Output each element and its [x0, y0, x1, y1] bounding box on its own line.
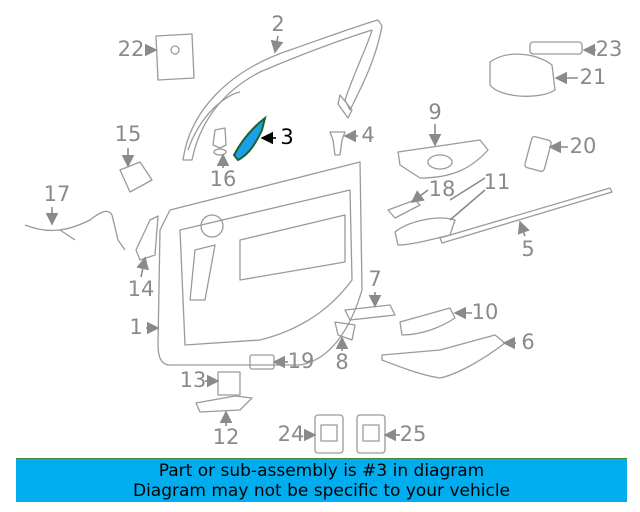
part-13-bracket	[217, 371, 241, 396]
callout-10: 10	[472, 300, 499, 324]
part-22-module	[155, 33, 195, 81]
callout-6: 6	[521, 330, 534, 354]
part-7-bracket	[344, 304, 396, 321]
part-10-switch-bezel	[399, 307, 456, 336]
callout-20: 20	[570, 134, 597, 158]
banner-line-1: Part or sub-assembly is #3 in diagram	[158, 460, 485, 481]
part-20-window-switch	[524, 135, 552, 173]
callout-3: 3	[280, 125, 293, 149]
callout-12: 12	[213, 425, 240, 449]
part-4-clip	[329, 131, 346, 156]
part-5-weatherstrip	[439, 187, 613, 244]
callout-9: 9	[428, 100, 441, 124]
callout-25: 25	[400, 422, 427, 446]
callout-7: 7	[368, 267, 381, 291]
callout-4: 4	[361, 123, 374, 147]
part-23-switch	[529, 41, 583, 55]
disclaimer-banner: Part or sub-assembly is #3 in diagram Di…	[16, 458, 627, 502]
callout-21: 21	[580, 65, 607, 89]
part-14-trim	[135, 215, 159, 261]
callout-16: 16	[210, 167, 237, 191]
part-24-switch	[314, 414, 344, 454]
part-17-wiring	[24, 210, 126, 251]
part-25-switch	[356, 414, 386, 454]
callout-22: 22	[118, 37, 145, 61]
leader-lines	[45, 35, 596, 442]
callout-14: 14	[128, 277, 155, 301]
part-16-clip	[212, 127, 227, 156]
callout-15: 15	[115, 122, 142, 146]
part-3-highlighted[interactable]	[232, 115, 267, 162]
part-19-light	[249, 354, 275, 370]
callout-2: 2	[271, 12, 284, 36]
part-18-handle	[387, 199, 421, 219]
callout-17: 17	[44, 182, 71, 206]
callout-11: 11	[484, 170, 511, 194]
callout-5: 5	[521, 237, 534, 261]
callout-24: 24	[278, 422, 305, 446]
part-1-door-panel	[157, 161, 363, 366]
part-11-handle	[394, 217, 456, 246]
callout-8: 8	[335, 350, 348, 374]
callout-13: 13	[180, 368, 207, 392]
callout-1: 1	[129, 315, 142, 339]
part-21-seat-switch	[489, 53, 556, 97]
part-12-bracket	[195, 395, 253, 413]
part-9-handle-bezel	[397, 139, 489, 179]
banner-line-2: Diagram may not be specific to your vehi…	[132, 480, 510, 501]
callout-18: 18	[429, 177, 456, 201]
part-15-module	[119, 161, 153, 193]
callout-19: 19	[288, 349, 315, 373]
callout-23: 23	[596, 37, 623, 61]
part-2-window-frame	[182, 19, 383, 161]
part-6-armrest	[381, 334, 506, 379]
part-8-bracket	[334, 321, 356, 341]
